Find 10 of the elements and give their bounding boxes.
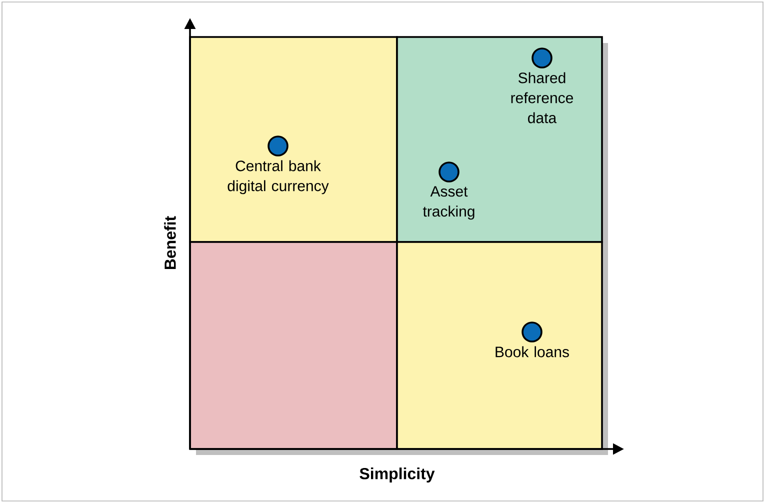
quadrant — [396, 36, 603, 243]
quadrant — [189, 241, 398, 450]
quadrant — [396, 241, 603, 450]
point-label: Asset tracking — [422, 186, 474, 220]
point-label: Book loans — [496, 346, 569, 358]
quadrant — [189, 36, 398, 243]
axis-label: Benefit — [164, 216, 176, 270]
axis-label: Simplicity — [360, 468, 435, 482]
point-label: Central bank digital currency — [228, 160, 329, 194]
point-label: Shared reference data — [511, 72, 573, 124]
